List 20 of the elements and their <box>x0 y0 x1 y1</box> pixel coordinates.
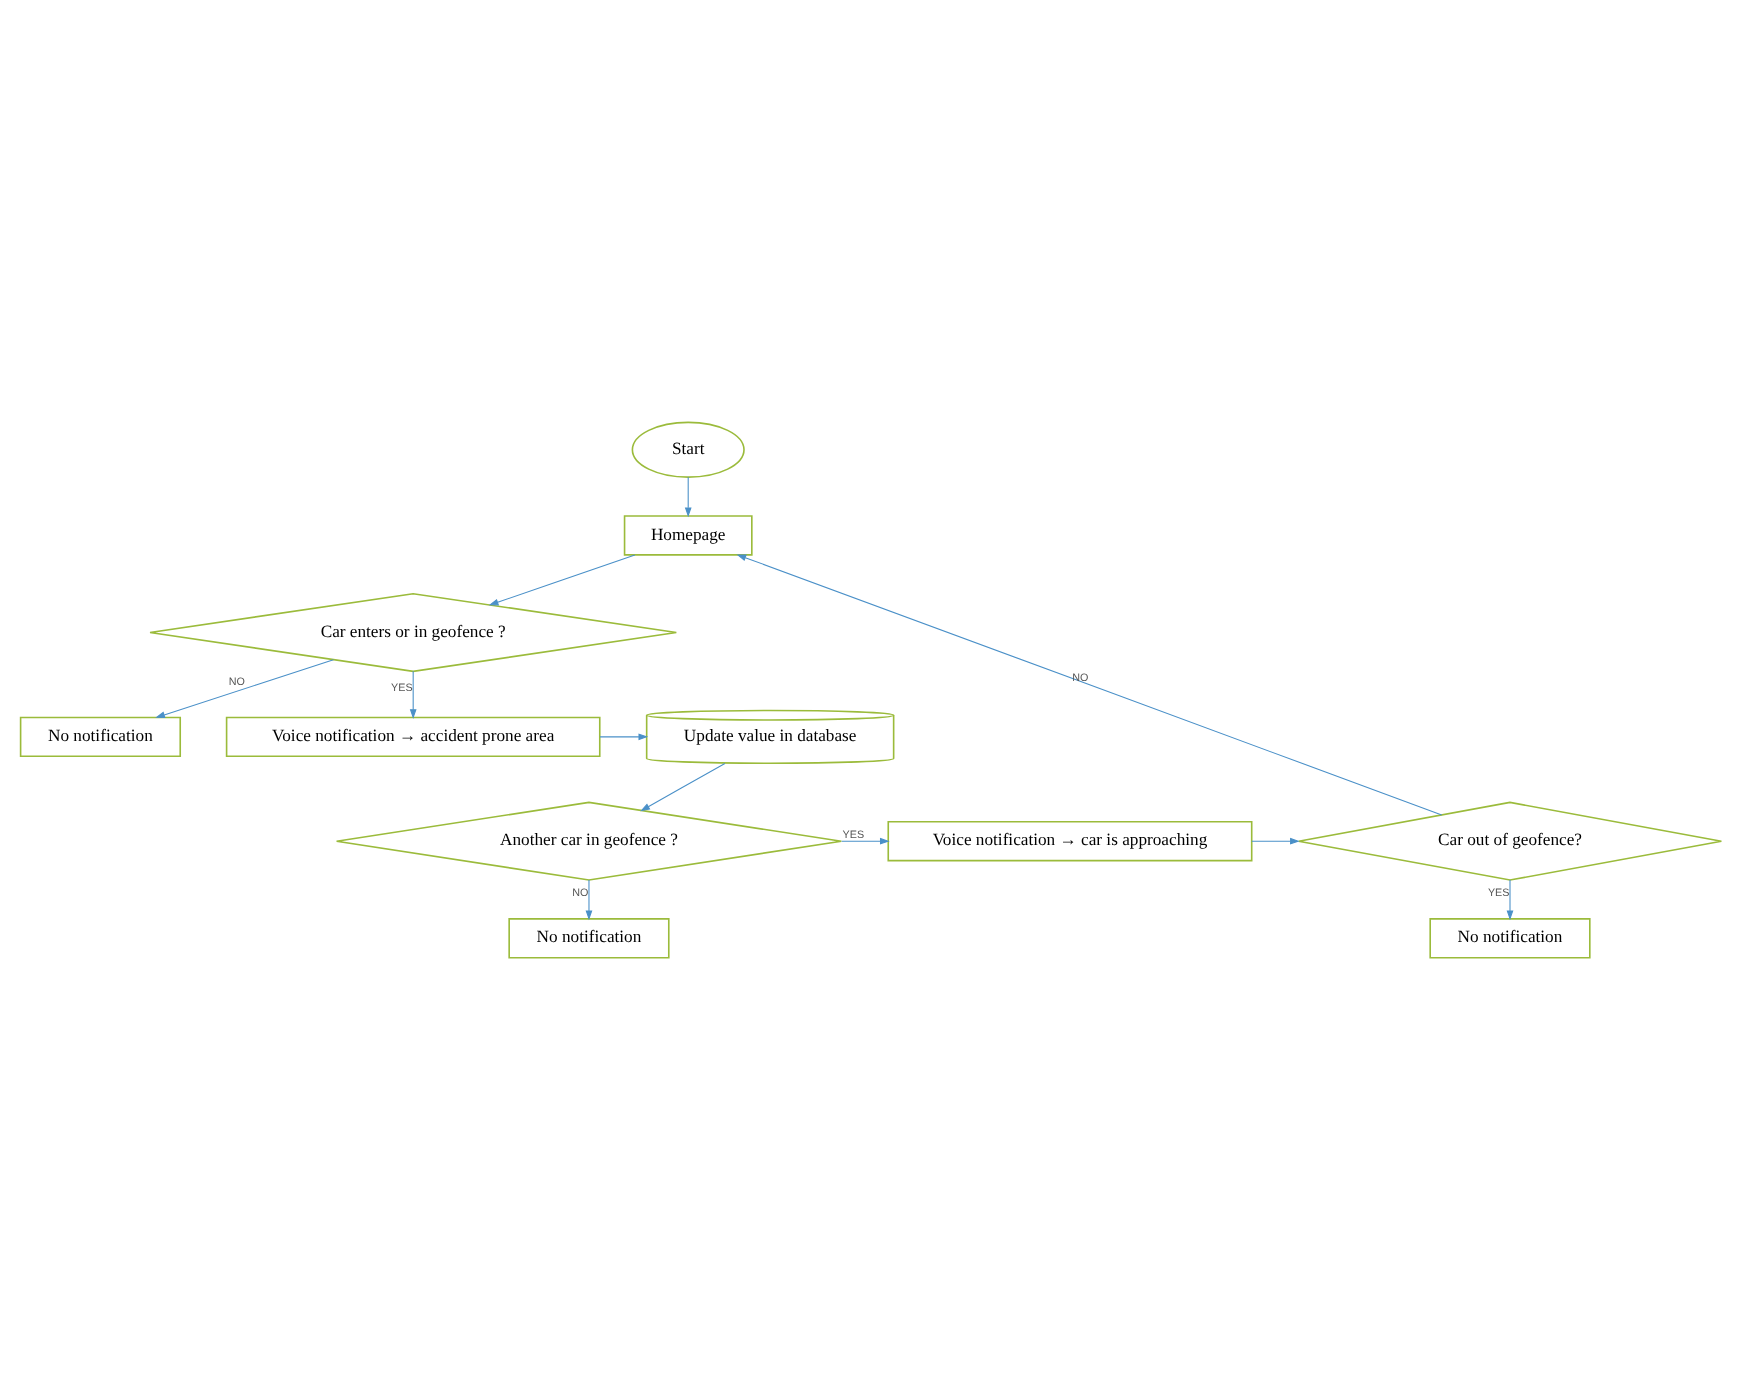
arrow <box>640 762 726 812</box>
arrow <box>684 476 692 518</box>
arrow <box>488 554 636 606</box>
arrow <box>155 659 334 719</box>
node-box: Voice notification → car is approaching <box>887 821 1253 862</box>
arrow <box>841 837 890 845</box>
node-box: Homepage <box>623 515 753 556</box>
arrow <box>409 670 417 719</box>
arrow <box>585 879 593 921</box>
arrow <box>1251 837 1300 845</box>
node-diamond: Car out of geofence? <box>1297 801 1723 881</box>
arrow <box>736 554 1443 816</box>
node-box: No notification <box>508 918 670 959</box>
arrow <box>1506 879 1514 921</box>
node-diamond: Car enters or in geofence ? <box>149 592 678 673</box>
node-box: No notification <box>1429 918 1591 959</box>
node-box: No notification <box>19 716 182 758</box>
node-box: Voice notification → accident prone area <box>225 716 601 758</box>
arrow <box>599 733 649 741</box>
node-ellipse: Start <box>631 421 745 478</box>
